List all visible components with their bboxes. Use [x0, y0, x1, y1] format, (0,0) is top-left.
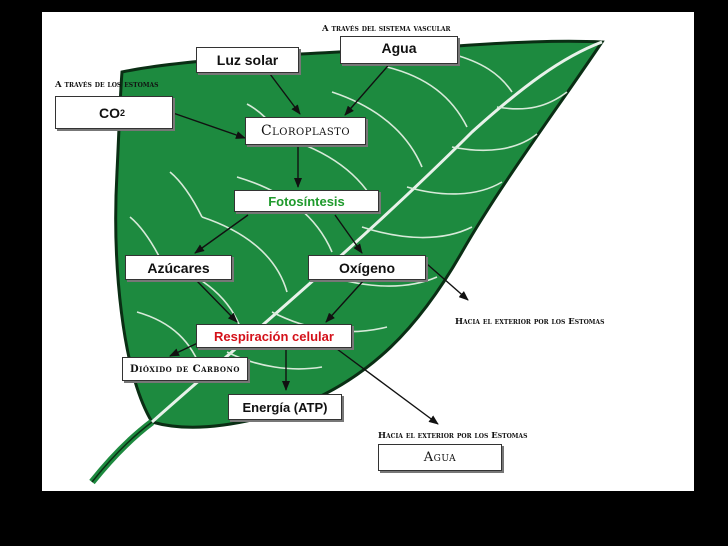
co2-subscript: 2 [120, 107, 126, 118]
respiracion-box: Respiración celular [196, 324, 352, 348]
luz-solar-box: Luz solar [196, 47, 299, 73]
azucares-box: Azúcares [125, 255, 232, 280]
exterior-note-oxygen: Hacia el exterior por los Estomas [455, 317, 605, 327]
diagram-canvas: A través del sistema vascular A través d… [42, 12, 694, 491]
cloroplasto-box: Cloroplasto [245, 117, 366, 145]
energia-box: Energía (ATP) [228, 394, 342, 420]
co2-label: CO [99, 104, 120, 121]
exterior-note-water: Hacia el exterior por los Estomas [378, 431, 528, 441]
oxigeno-box: Oxígeno [308, 255, 426, 280]
leaf-stem [89, 419, 155, 485]
fotosintesis-box: Fotosíntesis [234, 190, 379, 212]
agua-output-box: Agua [378, 444, 502, 471]
dioxido-carbono-box: Dióxido de Carbono [122, 357, 248, 381]
vascular-note: A través del sistema vascular [322, 24, 451, 34]
stomata-note: A través de los estomas [55, 80, 159, 90]
agua-input-box: Agua [340, 36, 458, 64]
